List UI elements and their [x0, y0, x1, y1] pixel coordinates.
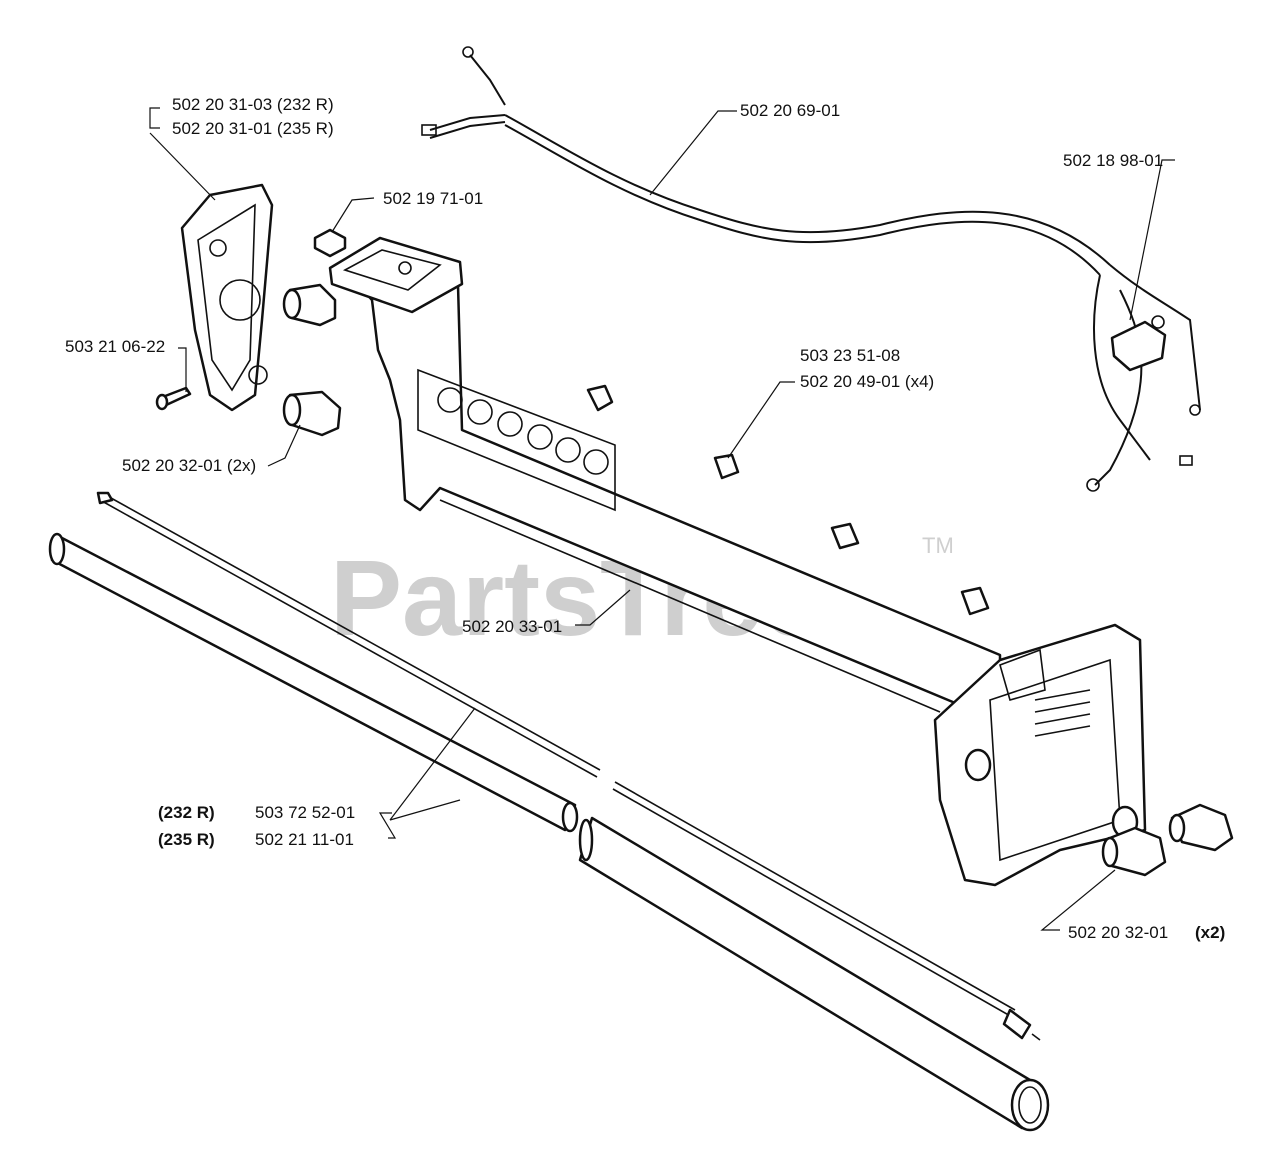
drive-shaft-upper[interactable] [96, 491, 601, 778]
label-shaft-235: 502 21 11-01 [255, 830, 354, 849]
nut[interactable] [313, 228, 347, 258]
label-handle: 502 20 33-01 [462, 617, 562, 636]
label-cap-right: 502 20 32-01 [1068, 923, 1168, 942]
left-caps[interactable] [282, 283, 342, 437]
label-screw: 503 21 06-22 [65, 337, 165, 356]
shaft-tube-upper[interactable] [48, 532, 579, 833]
right-caps[interactable] [1101, 803, 1234, 877]
wire-harness[interactable] [421, 46, 1201, 492]
label-wire-harness: 502 20 69-01 [740, 101, 840, 120]
clips[interactable] [586, 384, 990, 616]
label-switch-harness: 502 18 98-01 [1063, 151, 1163, 170]
label-model-235: (235 R) [158, 830, 215, 849]
label-grip-235: 502 20 31-01 (235 R) [172, 119, 334, 138]
label-clip-a: 503 23 51-08 [800, 346, 900, 365]
label-model-232: (232 R) [158, 803, 215, 822]
shaft-tube-lower[interactable] [578, 816, 1050, 1132]
handle-housing[interactable] [328, 236, 1147, 887]
drive-shaft-lower[interactable] [612, 781, 1041, 1041]
label-shaft-232: 503 72 52-01 [255, 803, 355, 822]
label-clip-b: 502 20 49-01 (x4) [800, 372, 934, 391]
leader-lines [149, 107, 1175, 931]
switch[interactable] [1110, 315, 1167, 372]
screw[interactable] [155, 386, 192, 411]
watermark-tm: TM [922, 533, 954, 558]
label-cap-right-qty: (x2) [1195, 923, 1225, 942]
left-grip[interactable] [180, 183, 274, 412]
label-nut: 502 19 71-01 [383, 189, 483, 208]
label-cap-left: 502 20 32-01 (2x) [122, 456, 256, 475]
label-grip-232: 502 20 31-03 (232 R) [172, 95, 334, 114]
